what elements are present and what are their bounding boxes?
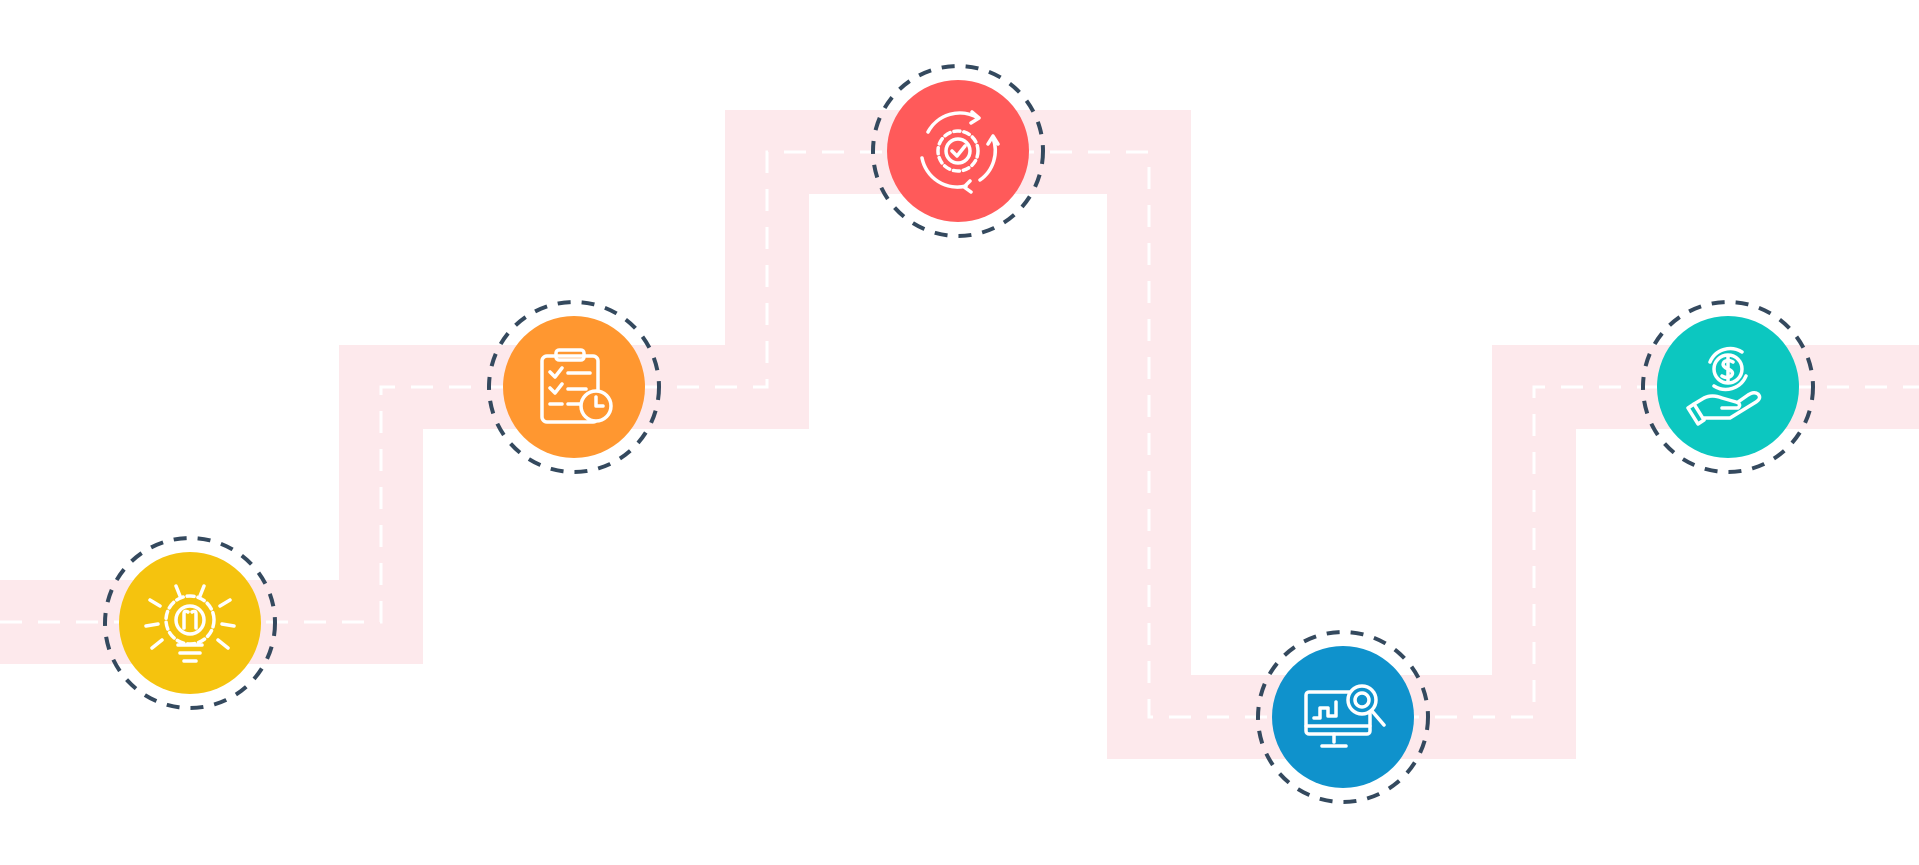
milestone-planning-ring xyxy=(487,300,661,474)
monitor-magnifier-icon xyxy=(1304,684,1386,748)
milestone-idea-badge xyxy=(119,552,261,694)
milestone-idea xyxy=(103,536,277,710)
milestone-analysis-badge xyxy=(1272,646,1414,788)
gear-cycle-check-icon xyxy=(920,110,1000,194)
milestone-idea-ring xyxy=(103,536,277,710)
milestone-revenue-badge xyxy=(1657,316,1799,458)
milestone-process xyxy=(871,64,1045,238)
milestone-process-badge xyxy=(887,80,1029,222)
milestone-revenue xyxy=(1641,300,1815,474)
milestone-process-ring xyxy=(871,64,1045,238)
clipboard-clock-icon xyxy=(540,348,613,424)
milestone-revenue-ring xyxy=(1641,300,1815,474)
milestone-analysis xyxy=(1256,630,1430,804)
milestone-planning xyxy=(487,300,661,474)
milestone-analysis-ring xyxy=(1256,630,1430,804)
milestone-planning-badge xyxy=(503,316,645,458)
hand-dollar-coin-icon xyxy=(1686,346,1762,426)
lightbulb-gear-icon xyxy=(144,584,236,663)
